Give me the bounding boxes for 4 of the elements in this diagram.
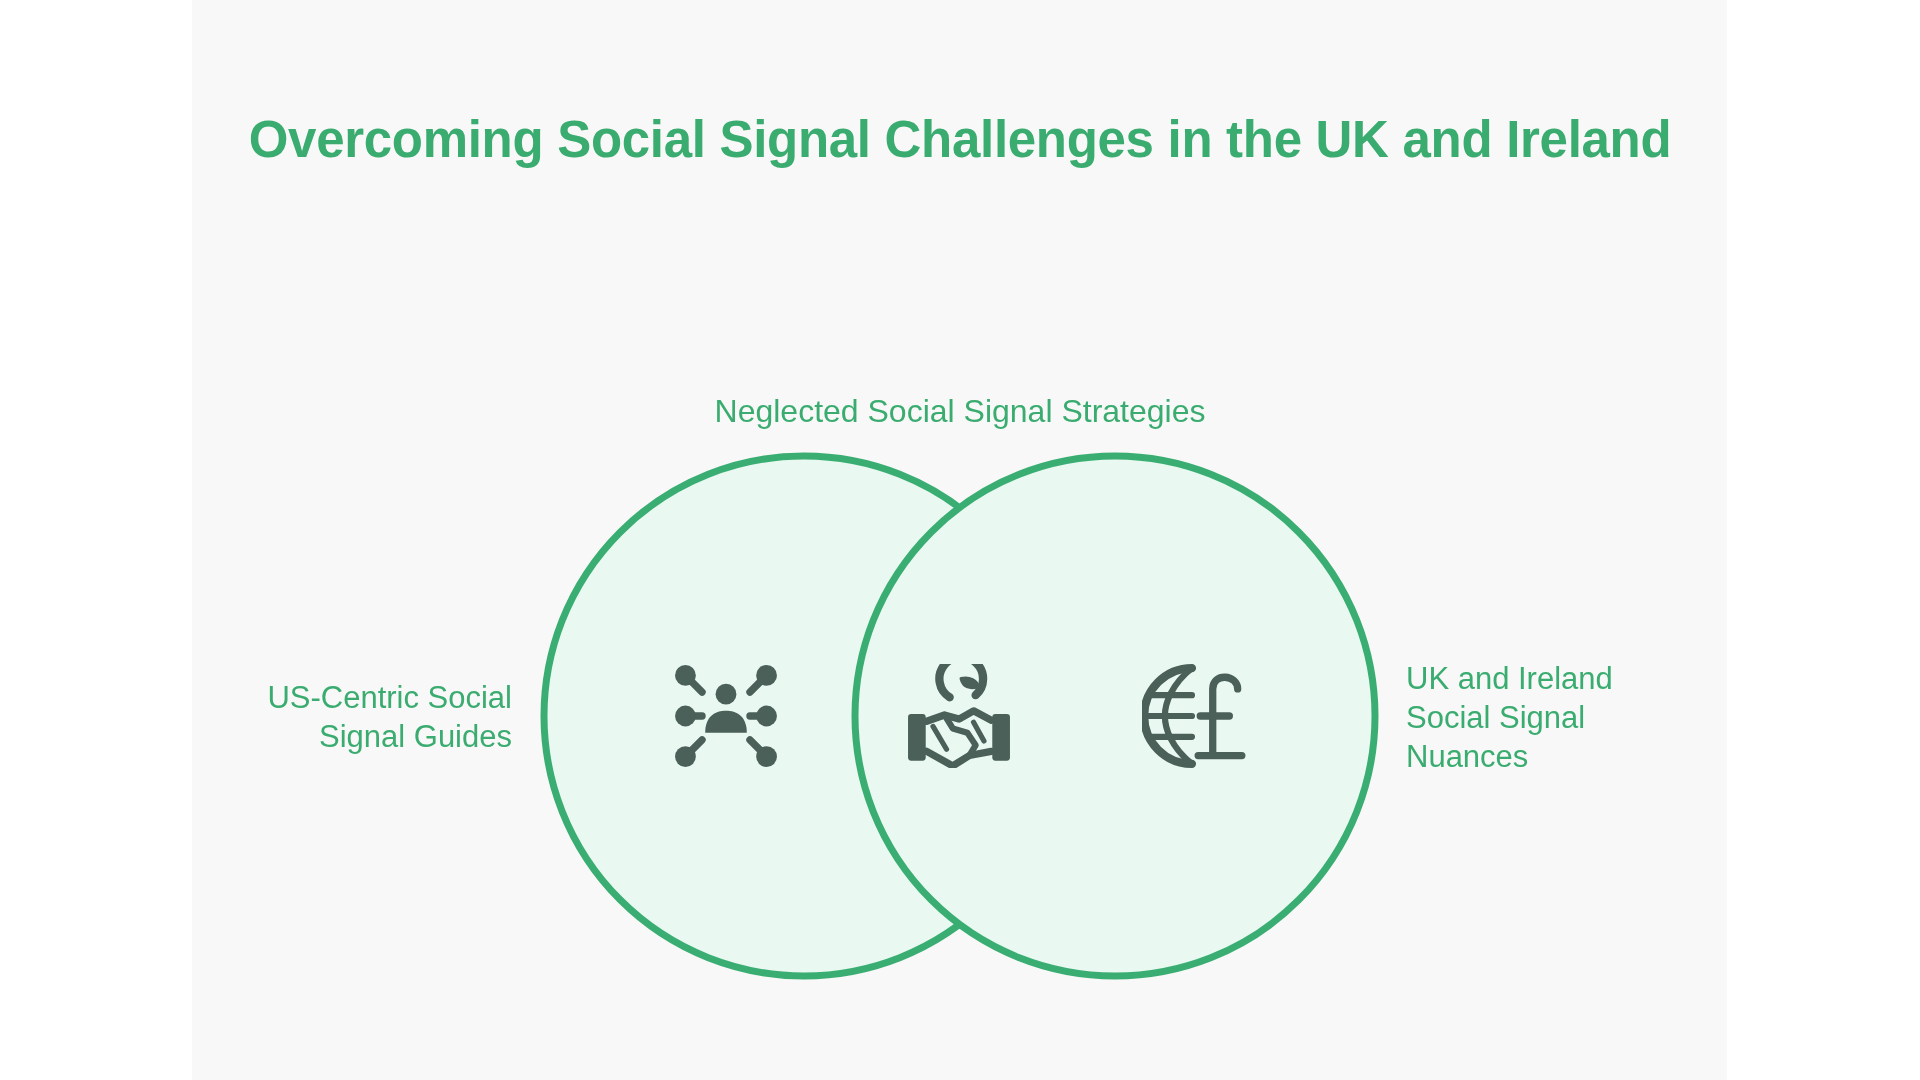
circle-label: UK and Ireland Social Signal Nuances <box>1406 660 1614 776</box>
circle-label: US-Centric Social Signal Guides <box>266 679 512 756</box>
overlap-label: Neglected Social Signal Strategies <box>714 392 1206 431</box>
title: Overcoming Social Signal Challenges in the UK and Ireland <box>248 110 1672 170</box>
